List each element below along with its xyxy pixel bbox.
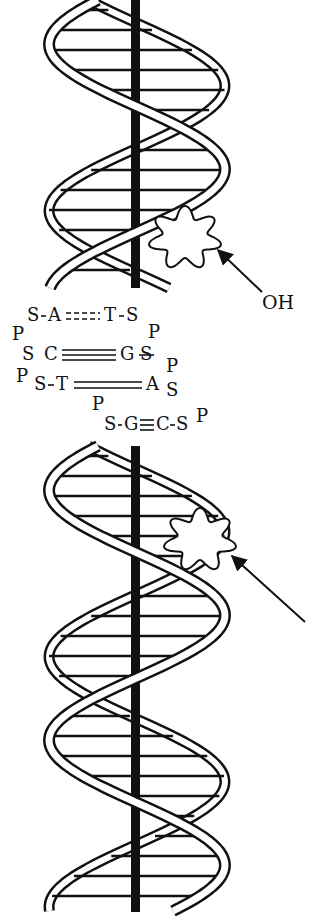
bond-line [140,424,154,426]
base-pair-rung [50,735,174,738]
bond-line [119,315,124,317]
nucleotide-symbol: S [104,414,116,434]
bond-line [66,318,100,320]
bond-line [48,384,54,386]
bond-line [140,429,154,431]
helix-axis [131,0,140,288]
nucleotide-symbol: A [48,305,61,325]
base-pair-rung [111,855,222,858]
nucleotide-symbol: S [140,344,152,364]
nucleotide-symbol: T [104,305,116,325]
pointer-arrow [218,250,262,292]
pointer-arrow [232,556,305,622]
backbone-strand [49,0,225,288]
base-pair-rung [67,69,218,72]
nucleotide-symbol: S [126,305,138,325]
bond-line [41,315,46,317]
base-pair-rung [49,655,183,658]
backbone-strand [49,0,225,288]
bond-line [74,381,142,383]
backbone-strand [49,0,225,288]
bond-line [62,359,116,361]
nucleotide-symbol: C [156,414,170,434]
nucleotide-symbol: P [92,394,104,414]
nucleotide-symbol: C [44,344,58,364]
base-pair-rung [74,875,222,878]
nucleotide-symbol: P [12,324,24,344]
nucleotide-symbol: P [196,406,208,426]
base-pair-rung [91,169,225,172]
base-pair-rung [101,89,224,92]
nucleotide-symbol: P [148,322,160,342]
double-helix [49,0,225,288]
base-pair-rung [133,595,215,598]
group-label: OH [262,292,294,312]
nucleotide-symbol: S [34,374,46,394]
bond-line [118,424,122,426]
nucleotide-symbol: S [22,344,34,364]
nucleotide-symbol: G [120,344,134,364]
base-pair-rung [50,495,192,498]
base-pair-rung [50,49,192,52]
nucleotide-symbol: S [27,305,39,325]
nucleotide-symbol: P [166,356,178,376]
bond-line [170,424,175,426]
base-pair-rung [91,615,225,618]
base-pair-rung [82,775,224,778]
base-pair-rung [49,209,183,212]
nucleotide-symbol: G [124,414,138,434]
bond-line [74,387,142,389]
bond-line [66,312,100,314]
nucleotide-symbol: P [16,366,28,386]
bond-line [140,419,154,421]
nucleotide-symbol: A [146,374,159,394]
bond-line [62,354,116,356]
intercalated-molecule [149,206,221,267]
nucleotide-symbol: S [166,380,178,400]
base-pair-rung [133,149,215,152]
bond-line [62,349,116,351]
nucleotide-symbol: T [56,374,68,394]
base-pair-rung [52,895,200,898]
backbone-strand [49,0,225,288]
intercalated-molecule [164,508,236,569]
nucleotide-symbol: S [176,414,188,434]
